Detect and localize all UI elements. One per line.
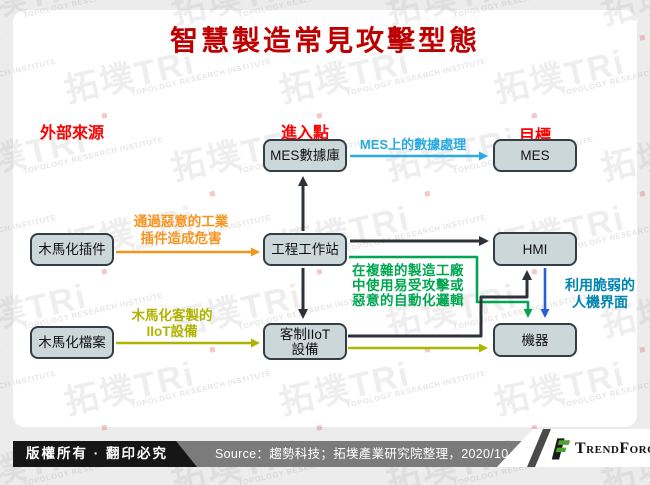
column-header-external-source: 外部來源	[39, 125, 104, 142]
edge-label-malicious-plugin-line1: 通過惡意的工業	[133, 214, 229, 229]
edge-label-malicious-plugin: 通過惡意的工業 插件造成危害	[116, 213, 246, 247]
node-trojanized-file: 木馬化檔案	[30, 326, 114, 359]
edge-label-malicious-plugin-line2: 插件造成危害	[140, 231, 222, 246]
node-custom-iiot-line1: 客制IIoT	[279, 326, 331, 342]
node-hmi: HMI	[493, 232, 577, 266]
column-header-entry-point: 進入點	[280, 125, 329, 142]
edge-label-vulnerable-logic-line3: 惡意的自動化邏輯	[352, 293, 464, 308]
edge-label-weak-hmi: 利用脆弱的 人機界面	[554, 277, 646, 310]
node-mes-database: MES數據庫	[263, 139, 347, 172]
node-machine: 機器	[493, 323, 577, 357]
node-custom-iiot-line2: 設備	[291, 341, 319, 357]
edge-label-vulnerable-logic-line2: 中使用易受攻擊或	[352, 278, 464, 293]
edge-label-trojanized-iiot: 木馬化客製的 IIoT設備	[107, 308, 237, 340]
edge-label-trojanized-iiot-line2: IIoT設備	[146, 324, 198, 339]
edge-label-vulnerable-logic: 在複雜的製造工廠 中使用易受攻擊或 惡意的自動化邏輯	[342, 263, 474, 308]
trendforce-wordmark: TrendForce	[575, 439, 650, 457]
edge-label-mes-data-processing: MES上的數據處理	[359, 137, 467, 152]
node-trojanized-plugin: 木馬化插件	[30, 233, 114, 266]
edge-label-trojanized-iiot-line1: 木馬化客製的	[131, 308, 213, 323]
edge-label-weak-hmi-line2: 人機界面	[572, 293, 628, 310]
arrow-iiot-to-hmi	[348, 270, 532, 338]
arrow-workstation-to-machine	[349, 255, 533, 318]
source-citation: Source：趨勢科技；拓墣產業研究院整理，2020/10	[215, 447, 509, 461]
edge-label-vulnerable-logic-line1: 在複雜的製造工廠	[352, 263, 464, 278]
node-custom-iiot: 客制IIoT 設備	[263, 323, 347, 360]
page-title: 智慧製造常見攻擊型態	[169, 24, 480, 57]
node-mes: MES	[493, 139, 577, 172]
node-engineering-workstation: 工程工作站	[263, 233, 347, 266]
edge-label-weak-hmi-line1: 利用脆弱的	[565, 277, 635, 293]
trendforce-logo-icon	[551, 438, 571, 460]
copyright-notice: 版權所有 · 翻印必究	[13, 441, 197, 467]
